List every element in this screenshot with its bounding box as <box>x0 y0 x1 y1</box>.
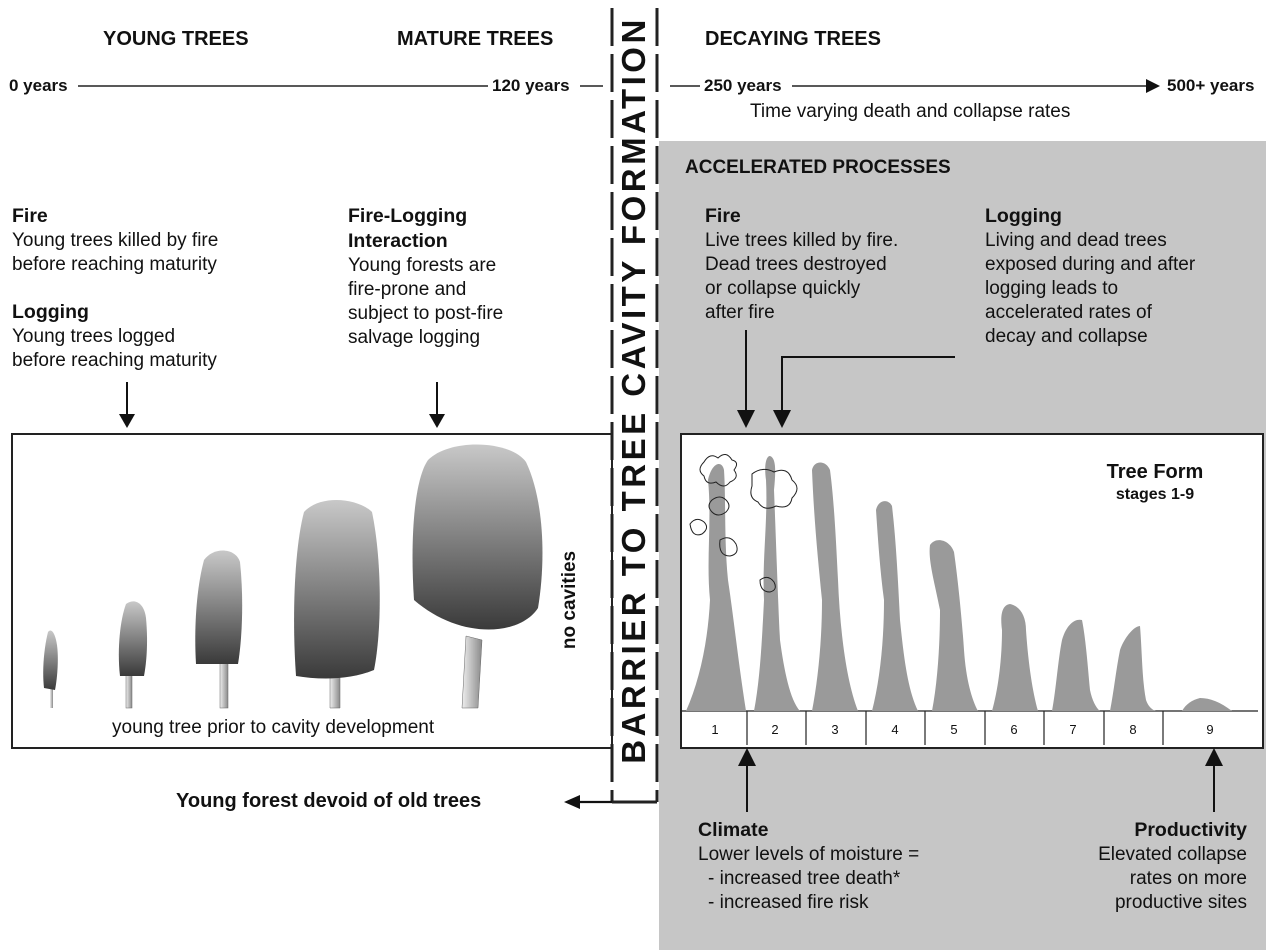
decay-tree-stage-3 <box>812 462 858 711</box>
timeline-label-500: 500+ years <box>1167 76 1255 95</box>
young-tree-4 <box>294 499 380 709</box>
header-mature-trees: MATURE TREES <box>397 28 554 50</box>
accelerated-fire-line: or collapse quickly <box>705 278 861 299</box>
interaction-line: salvage logging <box>348 327 481 348</box>
accelerated-fire: Fire Live trees killed by fire. Dead tre… <box>705 204 898 325</box>
climate-line: - increased fire risk <box>708 892 869 913</box>
stage-number: 5 <box>950 722 958 737</box>
decay-tree-stage-6 <box>992 604 1038 711</box>
barrier-label: BARRIER TO TREE CAVITY FORMATION <box>615 16 652 764</box>
interaction-line: Young forests are <box>348 255 497 276</box>
young-tree-5 <box>412 444 543 709</box>
outcome-arrowhead <box>564 795 580 809</box>
header-young-trees: YOUNG TREES <box>103 28 249 50</box>
young-fire-line: Young trees killed by fire <box>12 230 219 251</box>
accelerated-logging-line: Living and dead trees <box>985 230 1167 251</box>
young-tree-3 <box>195 550 243 709</box>
accelerated-logging-line: logging leads to <box>985 278 1119 299</box>
tree-form-title: Tree Form <box>1106 461 1204 483</box>
accelerated-fire-line: after fire <box>705 302 775 323</box>
no-cavities-label: no cavities <box>559 550 580 650</box>
young-fire-title: Fire <box>12 205 48 227</box>
timeline-subtitle: Time varying death and collapse rates <box>750 101 1071 122</box>
accelerated-logging-line: accelerated rates of <box>985 302 1152 323</box>
young-fire-line: before reaching maturity <box>12 254 217 275</box>
accelerated-logging-line: exposed during and after <box>985 254 1196 275</box>
decay-tree-stage-9 <box>1182 698 1232 711</box>
timeline-arrowhead <box>1146 79 1160 93</box>
tree-form-label: Tree Form stages 1-9 <box>1100 461 1210 504</box>
timeline <box>78 79 1160 93</box>
fire-logging-interaction: Fire-Logging Interaction Young forests a… <box>348 204 503 350</box>
stage-number: 9 <box>1206 722 1214 737</box>
decay-tree-stage-2 <box>754 456 800 711</box>
interaction-title-line: Interaction <box>348 230 448 252</box>
outcome-label: Young forest devoid of old trees <box>176 790 482 812</box>
stage-number: 4 <box>891 722 899 737</box>
young-fire: Fire Young trees killed by fire before r… <box>12 204 218 277</box>
stage-number: 3 <box>831 722 839 737</box>
arrow-accelerated-logging <box>781 356 955 416</box>
timeline-label-0: 0 years <box>9 76 68 95</box>
decay-tree-stage-4 <box>872 501 918 711</box>
decay-tree-stage-1 <box>686 464 746 711</box>
productivity-block: Productivity Elevated collapse rates on … <box>1046 818 1247 915</box>
productivity-line: rates on more <box>1129 868 1247 889</box>
timeline-label-120: 120 years <box>492 76 570 95</box>
young-logging-line: Young trees logged <box>12 326 176 347</box>
stage-number: 1 <box>711 722 719 737</box>
young-logging-title: Logging <box>12 301 89 323</box>
young-tree-1 <box>43 630 58 708</box>
productivity-line: Elevated collapse <box>1098 844 1247 865</box>
productivity-line: productive sites <box>1114 892 1247 913</box>
accelerated-logging-title: Logging <box>985 205 1062 227</box>
decay-tree-stage-5 <box>929 540 978 711</box>
interaction-line: fire-prone and <box>348 279 467 300</box>
timeline-label-250: 250 years <box>704 76 782 95</box>
decay-tree-stage-7 <box>1052 619 1100 711</box>
accelerated-fire-line: Live trees killed by fire. <box>705 230 899 251</box>
tree-form-subtitle: stages 1-9 <box>1115 486 1195 503</box>
stage-number: 2 <box>771 722 779 737</box>
young-box-caption: young tree prior to cavity development <box>112 717 435 738</box>
header-decaying-trees: DECAYING TREES <box>705 28 881 50</box>
climate-block: Climate Lower levels of moisture = - inc… <box>698 818 919 915</box>
young-logging: Logging Young trees logged before reachi… <box>12 300 217 373</box>
stage-number: 6 <box>1010 722 1018 737</box>
barrier-column <box>610 8 659 802</box>
climate-line: Lower levels of moisture = <box>698 844 920 865</box>
productivity-title: Productivity <box>1134 819 1247 841</box>
climate-line: - increased tree death* <box>708 868 901 889</box>
accelerated-title: ACCELERATED PROCESSES <box>685 157 951 178</box>
accelerated-logging: Logging Living and dead trees exposed du… <box>985 204 1195 349</box>
accelerated-fire-line: Dead trees destroyed <box>705 254 887 275</box>
decay-tree-stage-8 <box>1110 626 1156 711</box>
interaction-line: subject to post-fire <box>348 303 504 324</box>
young-logging-line: before reaching maturity <box>12 350 217 371</box>
stage-number: 7 <box>1069 722 1077 737</box>
young-tree-2 <box>118 601 148 709</box>
accelerated-logging-line: decay and collapse <box>985 326 1148 347</box>
stage-number: 8 <box>1129 722 1137 737</box>
foliage-scribbles <box>689 454 798 593</box>
climate-title: Climate <box>698 819 769 841</box>
interaction-title-line: Fire-Logging <box>348 205 468 227</box>
accelerated-fire-title: Fire <box>705 205 741 227</box>
